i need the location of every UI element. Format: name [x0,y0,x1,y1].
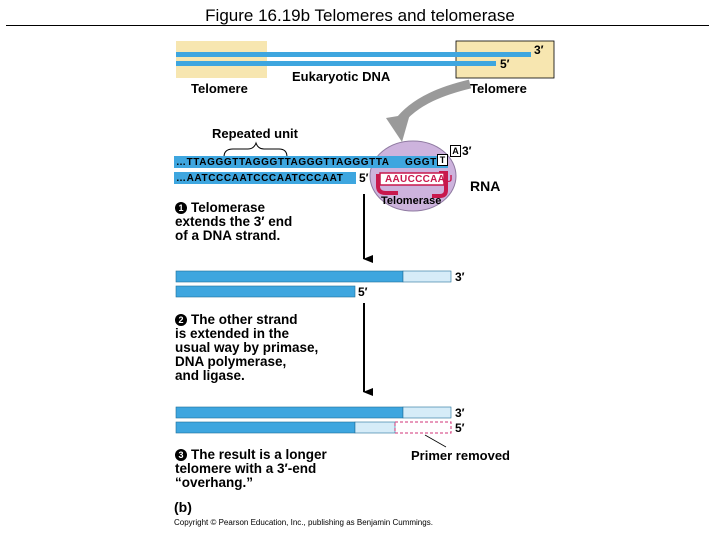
stage3-top-extension [402,406,452,419]
eukaryotic-dna-label: Eukaryotic DNA [292,69,391,84]
seq-bottom-background [174,172,356,184]
telomere-right-region [455,40,555,79]
rna-label: RNA [470,178,501,194]
stage2-top-strand [175,270,404,283]
nucleotide-a-box: A [450,145,461,157]
stage2-end-5prime: 5′ [358,285,368,299]
removed-primer-outline [394,421,452,434]
top-end-3prime: 3′ [534,43,544,57]
eukaryotic-dna-top-strand [176,52,531,57]
telomere-left-region [176,41,267,78]
stage2-bottom-strand [175,285,356,298]
stage2-end-3prime: 3′ [455,270,465,284]
nucleotide-t-box: T [437,154,448,166]
stage3-top-strand [175,406,404,419]
rna-right-tail [432,171,448,198]
step-2-number: 2 [175,314,187,326]
telomerase-label: Telomerase [381,195,442,207]
repeated-unit-label: Repeated unit [212,126,298,141]
panel-label: (b) [174,499,192,515]
detail-end-5prime: 5′ [359,171,369,185]
stage3-bottom-strand [175,421,356,434]
rna-left-tail [376,174,398,195]
stage3-bottom-extension [354,421,396,434]
detail-end-3prime: 3′ [462,144,472,158]
figure-title: Figure 16.19b Telomeres and telomerase [205,6,515,25]
stage3-end-3prime: 3′ [455,406,465,420]
seq-top-strand: …TTAGGGTTAGGGTTAGGGTTAGGGTTA [176,157,390,168]
seq-bottom-strand: …AATCCCAATCCCAATCCCAAT [176,173,344,184]
rna-template-sequence: AAUCCCAAU [385,174,453,185]
step-1-number: 1 [175,202,187,214]
primer-pointer-line [424,434,447,448]
step-3-number: 3 [175,449,187,461]
telomere-left-label: Telomere [191,81,248,96]
rna-template-box [379,172,445,186]
title-underline [6,25,709,26]
zoom-arrow-head [386,114,410,142]
eukaryotic-dna-bottom-strand [176,61,496,66]
seq-top-background [174,156,448,168]
seq-top-extension: GGGT [405,157,437,168]
repeated-unit-brace [223,141,288,158]
top-end-5prime: 5′ [500,57,510,71]
stage3-end-5prime: 5′ [455,421,465,435]
primer-removed-label: Primer removed [411,448,510,463]
telomere-right-label: Telomere [470,81,527,96]
stage2-top-extension [402,270,452,283]
copyright-text: Copyright © Pearson Education, Inc., pub… [174,518,433,527]
